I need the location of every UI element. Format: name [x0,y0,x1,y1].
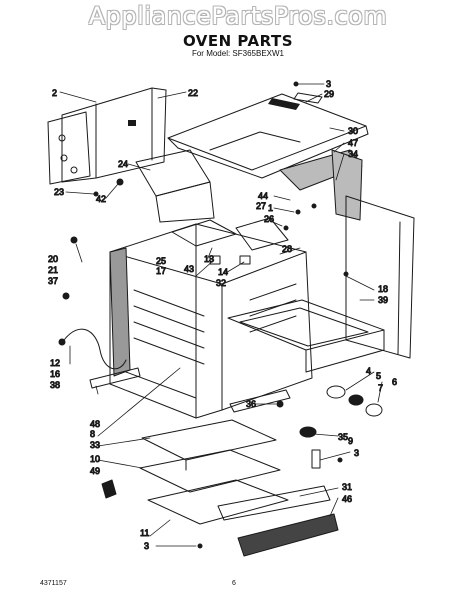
callout-34: 34 [348,149,358,159]
oven-door [227,299,385,373]
callout-23: 23 [54,187,64,197]
callout-35: 35 [338,432,348,442]
callout-20: 20 [48,254,58,264]
callout-14: 14 [218,267,228,277]
callout-43: 43 [184,264,194,274]
callout-31: 31 [342,482,352,492]
callout-36: 36 [246,399,256,409]
callout-6: 6 [392,377,397,387]
callout-11: 11 [140,528,149,538]
control-bracket [171,217,289,265]
callout-21: 21 [48,265,58,275]
callout-30: 30 [348,126,358,136]
callout-46: 46 [342,494,352,504]
callout-48: 48 [90,419,100,429]
page-number: 6 [232,580,236,587]
bottom-parts [89,367,339,557]
callout-26: 26 [264,214,274,224]
callout-2: 2 [52,88,57,98]
callout-18: 18 [378,284,388,294]
callout-39: 39 [378,295,388,305]
callout-29: 29 [324,89,334,99]
callout-22: 22 [188,88,198,98]
callout-5: 5 [376,371,381,381]
top-panel [167,92,369,179]
callout-17: 17 [156,266,166,276]
burner-parts [299,385,383,469]
wiring-harness [58,328,127,370]
callout-16: 16 [50,369,60,379]
oven-cavity [109,223,313,419]
callout-32: 32 [216,278,226,288]
callout-9: 9 [348,436,353,446]
callout-42: 42 [96,194,106,204]
callout-47: 47 [348,138,358,148]
callout-10: 10 [90,454,100,464]
callout-37: 37 [48,276,58,286]
page-title: OVEN PARTS [182,32,294,50]
callout-38: 38 [50,380,60,390]
vent-duct [135,149,215,223]
callout-25: 25 [156,256,166,266]
callout-3-bottom: 3 [144,541,149,551]
callout-3-right: 3 [354,448,359,458]
callout-numbers: 2 22 3 29 30 47 34 24 23 42 44 1 27 26 2… [48,79,398,552]
watermark: AppliancePartsPros.com [88,2,388,30]
callout-8: 8 [90,429,95,439]
callout-4: 4 [366,366,371,376]
callout-13: 13 [204,254,214,264]
callout-1: 1 [268,203,273,213]
insulation-top [279,149,363,221]
doc-number: 4371157 [40,580,67,587]
model-line: For Model: SF365BEXW1 [191,49,285,58]
callout-3-top: 3 [326,79,331,89]
callout-7: 7 [378,383,383,393]
callout-28: 28 [282,244,292,254]
leader-lines [59,83,383,547]
rear-panel [47,87,167,185]
callout-24: 24 [118,159,128,169]
side-panel-right [345,195,415,359]
callout-49: 49 [90,466,100,476]
callout-33: 33 [90,440,100,450]
callout-27: 27 [256,201,266,211]
callout-44: 44 [258,191,268,201]
callout-12: 12 [50,358,60,368]
